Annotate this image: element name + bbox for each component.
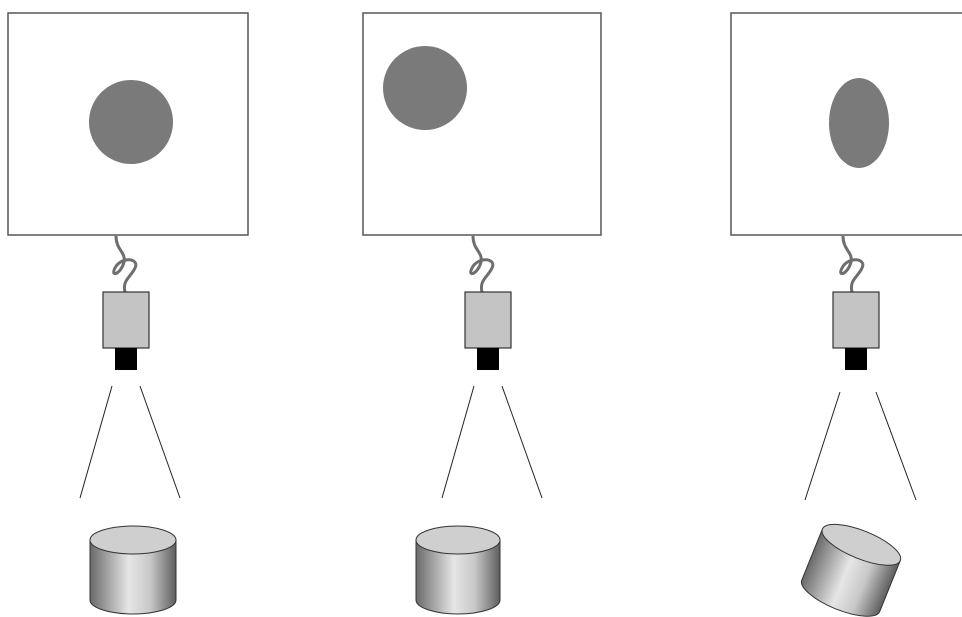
panel-centered xyxy=(7,12,249,615)
view-line-left xyxy=(441,385,475,499)
panel-shifted xyxy=(362,12,602,615)
blob-circle xyxy=(89,80,173,164)
camera-body xyxy=(832,291,880,349)
camera-cable xyxy=(839,235,865,293)
camera-lens xyxy=(477,348,499,370)
view-line-left xyxy=(804,391,841,501)
blob-circle xyxy=(383,46,467,130)
camera-cable xyxy=(469,235,495,293)
view-line-right xyxy=(875,391,917,501)
camera-lens xyxy=(845,348,867,370)
view-line-right xyxy=(501,385,543,499)
view-line-left xyxy=(79,385,113,499)
camera-cable xyxy=(112,235,138,293)
view-line-right xyxy=(139,385,181,499)
cylinder-object xyxy=(89,525,177,615)
cylinder-object-tilted xyxy=(800,523,902,617)
camera-body xyxy=(464,291,512,349)
image-screen xyxy=(362,12,602,236)
camera-body xyxy=(102,291,150,349)
panel-tilted xyxy=(730,12,962,617)
blob-ellipse xyxy=(829,78,889,168)
cylinder-object xyxy=(415,525,501,615)
camera-lens xyxy=(115,348,137,370)
